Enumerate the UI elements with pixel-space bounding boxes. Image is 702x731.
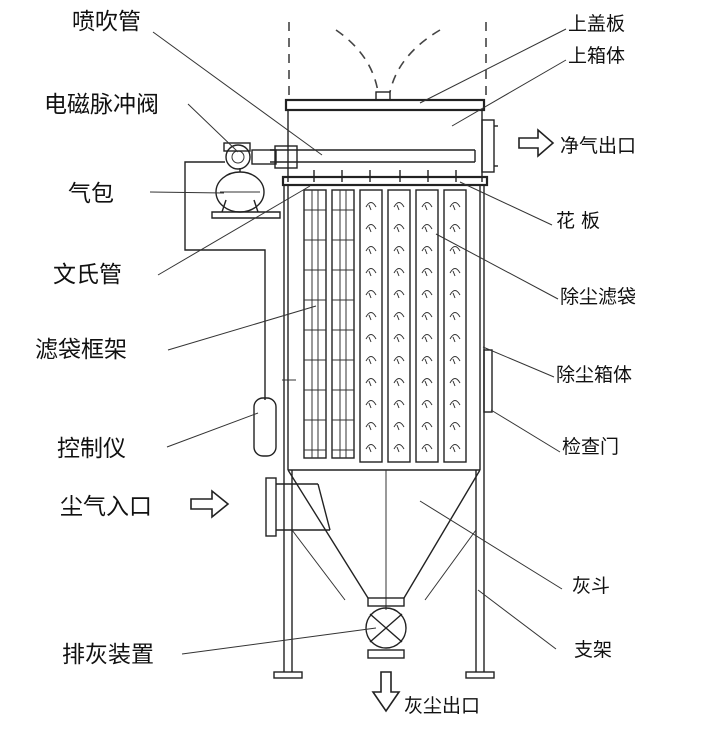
- dust-box-body: [282, 185, 493, 471]
- bag-mark: [449, 356, 461, 365]
- label-solenoid-valve: 电磁脉冲阀: [44, 92, 159, 118]
- bag-mark: [449, 224, 461, 233]
- label-venturi: 文氏管: [53, 262, 122, 288]
- support-legs: [273, 470, 495, 679]
- bag-mark: [393, 422, 405, 431]
- dust-outlet-arrow: [371, 671, 401, 713]
- label-nozzle-pipe: 喷吹管: [72, 9, 141, 35]
- bag-mark: [393, 202, 405, 211]
- bag-mark: [365, 378, 377, 387]
- label-dust-inlet: 尘气入口: [60, 494, 152, 520]
- bag-mark: [449, 400, 461, 409]
- bag-cage-2: [331, 189, 355, 459]
- bag-mark: [365, 290, 377, 299]
- bag-mark: [393, 312, 405, 321]
- valve-and-air-bag: [184, 142, 298, 400]
- bag-mark: [421, 356, 433, 365]
- bag-mark: [393, 378, 405, 387]
- bag-mark: [393, 268, 405, 277]
- bag-mark: [449, 378, 461, 387]
- bag-mark: [421, 202, 433, 211]
- label-clean-outlet: 净气出口: [560, 135, 636, 157]
- leader-lines: [149, 28, 567, 655]
- bag-mark: [365, 246, 377, 255]
- label-air-bag: 气包: [68, 181, 114, 207]
- bag-mark: [365, 334, 377, 343]
- bag-mark: [449, 202, 461, 211]
- filter-bag-3: [415, 189, 439, 463]
- bag-mark: [393, 356, 405, 365]
- bag-mark: [449, 290, 461, 299]
- lifting-dashed-lines: [288, 22, 487, 95]
- label-ash-hopper: 灰斗: [572, 575, 610, 597]
- label-inspection-door: 检查门: [562, 436, 619, 458]
- bag-mark: [449, 334, 461, 343]
- bag-mark: [393, 290, 405, 299]
- bag-mark: [421, 422, 433, 431]
- bag-mark: [365, 202, 377, 211]
- bag-mark: [449, 444, 461, 453]
- filter-bag-1: [359, 189, 383, 463]
- label-support: 支架: [574, 639, 612, 661]
- filter-bags: [359, 189, 467, 463]
- bag-mark: [393, 334, 405, 343]
- label-tube-sheet: 花 板: [556, 210, 600, 232]
- label-dust-outlet: 灰尘出口: [404, 695, 480, 717]
- label-filter-bag: 除尘滤袋: [560, 286, 636, 308]
- label-controller: 控制仪: [57, 436, 126, 462]
- bag-mark: [365, 312, 377, 321]
- bag-mark: [449, 246, 461, 255]
- bag-mark: [421, 400, 433, 409]
- upper-box-structure: [270, 91, 498, 187]
- bag-cages: [303, 170, 457, 459]
- bag-mark: [393, 400, 405, 409]
- label-dust-box: 除尘箱体: [556, 364, 632, 386]
- bag-mark: [421, 224, 433, 233]
- ash-hopper-structure: [265, 469, 481, 610]
- bag-mark: [421, 290, 433, 299]
- bag-mark: [421, 444, 433, 453]
- bag-mark: [449, 422, 461, 431]
- bag-mark: [365, 400, 377, 409]
- label-top-cover: 上盖板: [568, 13, 625, 35]
- filter-bag-2: [387, 189, 411, 463]
- bag-mark: [365, 356, 377, 365]
- bag-cage-1: [303, 189, 327, 459]
- bag-mark: [421, 246, 433, 255]
- dust-inlet-arrow: [190, 489, 230, 519]
- clean-gas-outlet-arrow: [518, 128, 555, 158]
- bag-mark: [393, 444, 405, 453]
- bag-mark: [365, 268, 377, 277]
- filter-bag-dust-marks: [365, 202, 461, 453]
- bag-mark: [421, 378, 433, 387]
- filter-bag-4: [443, 189, 467, 463]
- controller-unit: [253, 397, 277, 457]
- bag-mark: [365, 224, 377, 233]
- ash-discharge-valve: [365, 597, 407, 659]
- bag-mark: [365, 422, 377, 431]
- label-upper-box: 上箱体: [568, 45, 625, 67]
- labels: 喷吹管 电磁脉冲阀 气包 文氏管 滤袋框架 控制仪 尘气入口 排灰装置 上盖板 …: [35, 9, 636, 717]
- bag-mark: [421, 312, 433, 321]
- bag-mark: [449, 312, 461, 321]
- bag-mark: [421, 334, 433, 343]
- bag-mark: [421, 268, 433, 277]
- label-ash-discharge: 排灰装置: [62, 642, 154, 668]
- bag-mark: [449, 268, 461, 277]
- bag-mark: [393, 224, 405, 233]
- bag-mark: [365, 444, 377, 453]
- bag-mark: [393, 246, 405, 255]
- label-bag-cage: 滤袋框架: [35, 337, 127, 363]
